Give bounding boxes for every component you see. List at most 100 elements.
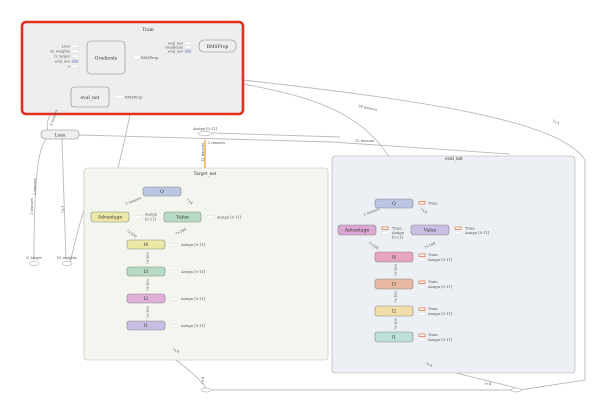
svg-text:Assign [0-11]: Assign [0-11] [427,258,453,262]
svg-text:Gradients: Gradients [165,46,183,50]
svg-text:Assign: Assign [391,231,405,235]
edge-label-assign-target: 12 tensors [201,143,205,162]
edge-label-s-bottom: ?×4 [201,376,205,384]
edge-qtarget-loss [33,138,47,261]
edge-train-target [117,113,131,169]
gradients-label: Gradients [95,56,118,62]
edge-isw-target [69,204,87,264]
svg-text:Assign [0-11]: Assign [0-11] [427,338,453,342]
edge-isweights-loss [61,138,67,261]
svg-text:l3: l3 [144,269,148,275]
gradients-node[interactable] [86,40,126,75]
svg-text:Assign [0-11]: Assign [0-11] [180,243,206,247]
svg-text:Value: Value [423,228,437,234]
target-net-group[interactable]: Target_net Q Advantage Value l4 l3 l2 l1… [83,167,329,361]
svg-text:Assign [0-11]: Assign [0-11] [180,297,206,301]
target-value-node[interactable] [163,211,202,223]
svg-text:l4: l4 [144,242,148,248]
target-advantage-node[interactable] [90,211,130,223]
target-l4-node[interactable] [126,239,166,250]
eval-l2-node[interactable] [374,305,414,317]
svg-text:Assign [0-11]: Assign [0-11] [216,216,242,220]
edge-label-eval-l4-adv: ?×100 [367,241,380,251]
svg-text:eval_net: eval_net [81,95,100,101]
eval-l4-node[interactable] [374,251,414,263]
edge-label-eval-l3-l4: ?×100 [394,263,398,276]
svg-text:l3: l3 [392,282,396,288]
svg-text:eval_net: eval_net [55,60,71,64]
eval-net-group[interactable]: eval_net Q Advantage Value l4 l3 l2 l1 T… [331,155,576,374]
eval-q-node[interactable] [374,198,414,209]
edge-label-eval-value-q: ?×4 [420,207,429,214]
rmsprop-label: RMSProp [207,44,229,50]
edge-eval-loss [78,134,511,155]
q-target-label: Q_target [26,256,42,260]
svg-text:Assign [0-11]: Assign [0-11] [464,231,490,235]
rmsprop-inputs: eval_net Gradients eval_net [165,42,192,54]
edge-label-right: ?×4 [552,119,561,125]
eval-value-node[interactable] [410,224,450,236]
train-group[interactable]: Train Gradients Loss IS_weights Q_target… [20,20,245,116]
edge-label-l4-adv: ?×100 [125,229,138,239]
svg-text:l2: l2 [144,296,148,302]
svg-text:Q_target: Q_target [54,55,70,59]
target-l1-node[interactable] [126,320,166,331]
assign-top-node[interactable] [197,131,213,136]
train-eval-net-node[interactable] [70,86,110,108]
train-title: Train [142,27,154,32]
eval-l1-node[interactable] [374,331,414,343]
svg-text:Assign [0-11]: Assign [0-11] [180,324,206,328]
edge-right [242,79,586,391]
rmsprop-node[interactable] [198,39,237,53]
gradients-inputs: Loss IS_weights Q_target eval_net s [50,45,79,69]
svg-text:eval_net: eval_net [168,42,184,46]
edge-assign-eval [211,132,341,138]
svg-text:Loss: Loss [62,45,70,49]
edge-label-isweights-loss: ?×1 [61,206,65,213]
svg-text:Advantage: Advantage [97,215,123,221]
svg-text:Q: Q [392,201,396,207]
edge-label-l4-value: ?×100 [175,227,188,236]
svg-text:[0-11]: [0-11] [145,218,156,222]
svg-text:Train: Train [428,202,438,206]
q-target-node[interactable] [28,261,40,266]
svg-text:eval_net: eval_net [168,50,184,54]
target-l2-node[interactable] [126,293,166,304]
svg-text:Assign [0-11]: Assign [0-11] [427,312,453,316]
svg-text:l1: l1 [392,335,396,341]
svg-text:l2: l2 [392,309,396,315]
eval-advantage-node[interactable] [337,224,377,236]
edge-label-adv-q: 2 tensors [125,196,142,206]
svg-text:l1: l1 [144,323,148,329]
eval-l3-node[interactable] [374,278,414,290]
svg-text:Train: Train [428,333,438,337]
edge-label-value-q: ?×4 [185,198,194,206]
edge-label-l2-l3: ?×100 [146,278,150,291]
edge-label-assign-loss: 2 tensors [208,141,225,145]
svg-text:s: s [68,65,70,69]
is-weights-node[interactable] [61,261,73,266]
svg-text:Advantage: Advantage [344,228,370,234]
svg-text:IS_weights: IS_weights [50,50,70,54]
eval-assign-ports [381,231,462,342]
svg-text:Assign [0-11]: Assign [0-11] [180,270,206,274]
edge-label-train-loss: 4 tensors [49,109,59,126]
s-node-right[interactable] [510,387,522,393]
svg-text:Train: Train [428,307,438,311]
loss-node[interactable] [40,129,80,140]
target-l3-node[interactable] [126,266,166,277]
target-net-title: Target_net [194,171,217,176]
eval-net-output: RMSProp [125,96,143,100]
edge-train-loss [46,113,51,131]
svg-text:Value: Value [175,215,189,221]
edge-labels: 4 tensors 2 tensors 2 tensors ?×1 2 tens… [30,104,560,386]
svg-text:Assign [0-11]: Assign [0-11] [427,285,453,289]
target-q-node[interactable] [142,186,182,197]
svg-text:Train: Train [428,280,438,284]
s-node-left[interactable] [200,387,212,393]
eval-net-title: eval_net [445,156,463,161]
edge-label-eval-loss: 12 tensors [355,139,374,143]
edge-label-eval-bottom: ?×4 [484,382,492,386]
